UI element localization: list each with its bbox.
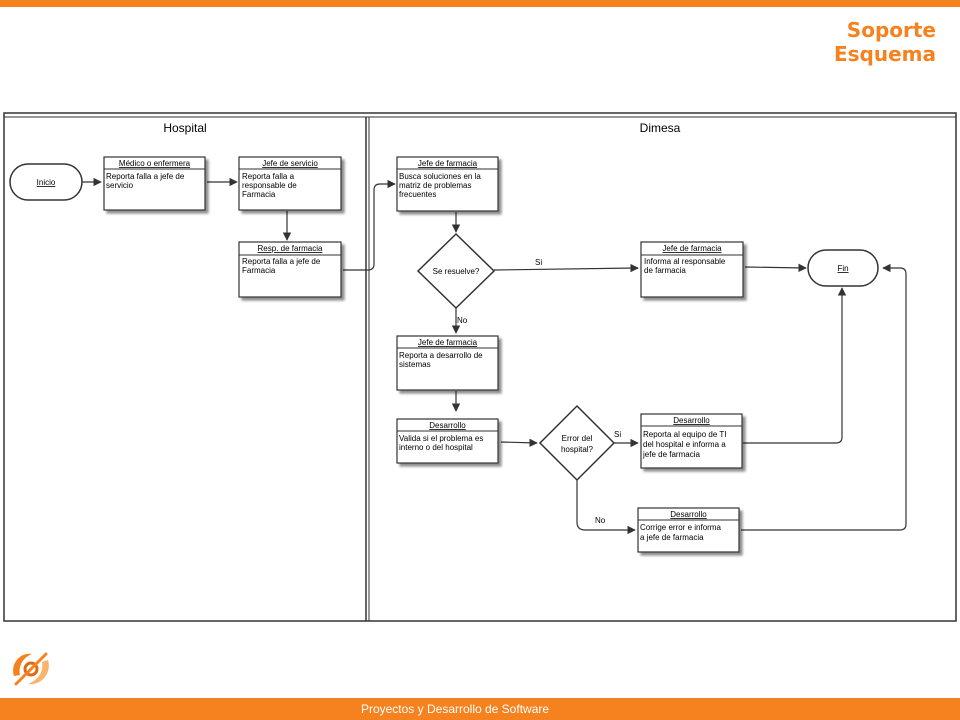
lane-title-hospital: Hospital [163, 121, 206, 135]
top-accent-bar [0, 0, 960, 7]
box-jefe-servicio-line-3: Farmacia [242, 190, 276, 199]
box-desarrollo-2-role: Desarrollo [673, 416, 710, 425]
arrow-corrige-fin [741, 263, 907, 531]
box-jefe-farmacia-busca [396, 156, 499, 212]
box-medico-line-1: Reporta falla a jefe de [106, 172, 185, 181]
box-medico-enfermera [103, 156, 206, 211]
box-jefe-farmacia-reporta [396, 335, 499, 391]
arrow-resp-jefe-farmacia [343, 179, 396, 271]
box-desarrollo-valida [396, 418, 499, 464]
box-resp-farmacia-line-2: Farmacia [242, 266, 276, 275]
box-desarrollo-3-line-1: Corrige error e informa [640, 523, 721, 532]
box-jefe-servicio [238, 156, 342, 211]
terminal-inicio-label: Inicio [37, 178, 56, 187]
footer-text: Proyectos y Desarrollo de Software [360, 702, 550, 716]
decision-error-line-2: hospital? [561, 445, 594, 454]
box-jefe-farmacia-2-role: Jefe de farmacia [662, 244, 722, 253]
box-jefe-farmacia-2-line-1: Informa al responsable [644, 257, 726, 266]
title-line-1: Soporte [846, 18, 936, 42]
arrow-informa-fin [744, 263, 807, 273]
box-jefe-farmacia-2-line-2: de farmacia [644, 266, 686, 275]
box-jefe-farmacia-3-role: Jefe de farmacia [418, 338, 478, 347]
decision-se-resuelve: Se resuelve? [416, 232, 496, 310]
box-desarrollo-3-line-2: a jefe de farmacia [640, 533, 704, 542]
box-jefe-farmacia-3-line-2: sistemas [399, 360, 431, 369]
box-jefe-farmacia-1-line-2: matriz de problemas [399, 181, 471, 190]
box-jefe-farmacia-1-role: Jefe de farmacia [418, 159, 478, 168]
box-jefe-servicio-line-1: Reporta falla a [242, 172, 295, 181]
title-line-2: Esquema [833, 42, 936, 66]
decision-error-line-1: Error del [562, 434, 593, 443]
box-desarrollo-2-line-2: del hospital e informa a [643, 440, 726, 449]
company-logo-icon [13, 652, 49, 686]
edge-label-si-2: Si [614, 430, 621, 439]
edge-label-no-1: No [457, 316, 468, 325]
box-resp-farmacia-line-1: Reporta falla a jefe de [242, 257, 321, 266]
box-desarrollo-2-line-3: jefe de farmacia [642, 450, 700, 459]
terminal-fin: Fin [807, 249, 879, 287]
box-medico-line-2: servicio [106, 181, 134, 190]
box-jefe-servicio-role: Jefe de servicio [262, 159, 318, 168]
connectors [82, 177, 907, 535]
decision-error-hospital: Error del hospital? [538, 404, 616, 482]
box-resp-farmacia [238, 241, 342, 298]
decision-se-resuelve-line-1: Se resuelve? [433, 267, 480, 276]
box-desarrollo-corrige [637, 507, 740, 553]
arrow-reporta-ti-fin [743, 287, 847, 444]
box-medico-role: Médico o enfermera [119, 159, 191, 168]
box-desarrollo-1-role: Desarrollo [429, 421, 466, 430]
box-desarrollo-3-role: Desarrollo [670, 510, 707, 519]
arrow-valida-error [500, 438, 538, 447]
arrow-error-no [576, 480, 636, 535]
terminal-inicio: Inicio [9, 163, 83, 201]
box-desarrollo-1-line-1: Valida si el problema es [399, 434, 483, 443]
box-jefe-servicio-line-2: responsable de [242, 181, 297, 190]
box-jefe-farmacia-1-line-3: frecuentes [399, 190, 436, 199]
box-desarrollo-reporta-ti [640, 413, 743, 469]
edge-label-si-1: Si [535, 258, 542, 267]
footer-bar: Proyectos y Desarrollo de Software [0, 698, 960, 720]
box-jefe-farmacia-informa [640, 241, 744, 298]
arrow-decision-si [493, 263, 639, 273]
box-desarrollo-2-line-1: Reporta al equipo de TI [643, 430, 726, 439]
box-desarrollo-1-line-2: interno o del hospital [399, 443, 473, 452]
edge-label-no-2: No [595, 516, 606, 525]
lane-title-dimesa: Dimesa [640, 121, 681, 135]
box-jefe-farmacia-3-line-1: Reporta a desarrollo de [399, 351, 483, 360]
slide-title: Soporte Esquema [834, 18, 936, 66]
terminal-fin-label: Fin [837, 264, 848, 273]
box-jefe-farmacia-1-line-1: Busca soluciones en la [399, 172, 481, 181]
swimlane-frame [3, 112, 957, 622]
box-resp-farmacia-role: Resp. de farmacia [258, 244, 323, 253]
